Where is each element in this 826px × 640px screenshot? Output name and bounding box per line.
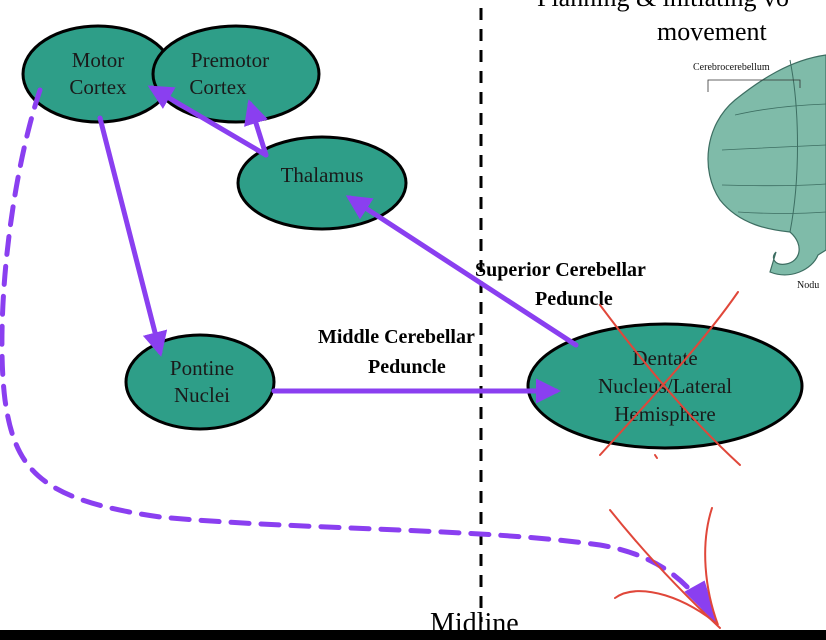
arrow-motor-to-pontine [97, 115, 168, 357]
bottom-black-bar [0, 630, 826, 640]
cerebellum-inset-image: Cerebrocerebellum Nodu [693, 54, 826, 291]
node-label-line: Pontine [170, 356, 234, 380]
edge-label-superior-line1: Superior Cerebellar [475, 259, 646, 281]
edge-label-superior-line2: Peduncle [535, 288, 613, 310]
cross-mark-lower-b [614, 507, 719, 626]
arrow-thalamus-to-premotor [244, 99, 269, 158]
edge-label-middle-line1: Middle Cerebellar [318, 326, 475, 348]
cross-mark-dot [654, 454, 658, 459]
arrow-dentate-to-thalamus [345, 195, 579, 348]
cross-mark-dentate-b [599, 291, 739, 456]
node-pontine-nuclei: Pontine Nuclei [124, 333, 276, 431]
title-line-1: Planning & initiating vo [537, 0, 789, 12]
edge-label-middle-line2: Peduncle [368, 356, 446, 378]
arrow-motor-descending-dashed [0, 87, 708, 613]
inset-label-cerebrocerebellum: Cerebrocerebellum [693, 62, 770, 73]
node-motor-cortex: Motor Cortex [21, 24, 175, 124]
arrow-thalamus-to-motor [147, 85, 269, 158]
node-label-line: Thalamus [281, 163, 364, 187]
node-label-line: Nuclei [174, 383, 230, 407]
node-label-line: Motor [72, 48, 125, 72]
inset-label-nodulus: Nodu [797, 280, 819, 291]
cross-mark-dentate-a [599, 304, 741, 466]
node-premotor-cortex: Premotor Cortex [151, 24, 321, 124]
node-label-line: Premotor [191, 48, 269, 72]
node-label-line: Cortex [189, 75, 247, 99]
node-label-line: Cortex [69, 75, 127, 99]
title-line-2: movement [657, 17, 768, 46]
